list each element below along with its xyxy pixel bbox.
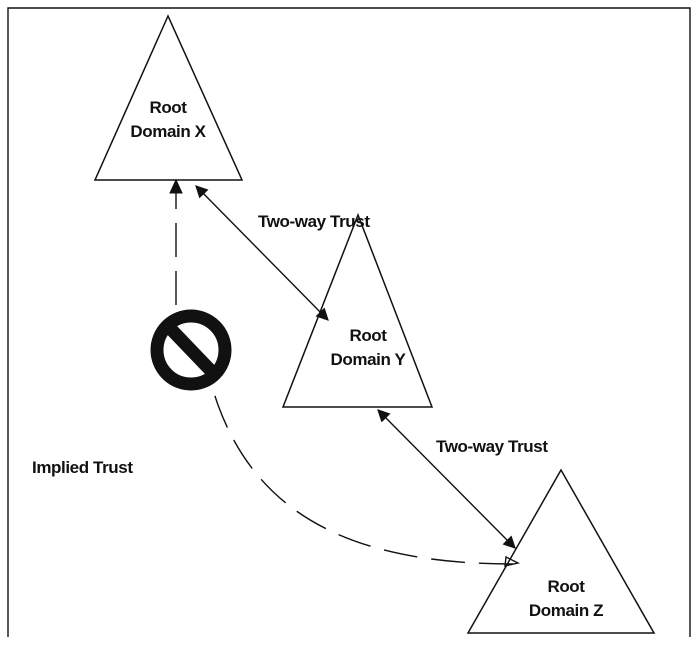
trust-x-y-arrow [195, 185, 329, 321]
domain-y-triangle [281, 212, 434, 408]
implied-trust-arrowhead-x [169, 178, 183, 194]
domain-x-triangle [93, 14, 244, 181]
implied-trust-label: Implied Trust [32, 458, 133, 477]
trust-x-y-label: Two-way Trust [258, 212, 370, 231]
domain-z-triangle [466, 468, 656, 634]
page-frame [7, 7, 691, 637]
prohibited-icon [150, 309, 232, 391]
domain-y-line1: Root [349, 326, 387, 345]
trust-y-z-label: Two-way Trust [436, 437, 548, 456]
domain-x-line1: Root [149, 98, 187, 117]
implied-trust-arrowhead-z [504, 555, 521, 567]
domain-x-line2: Domain X [130, 122, 206, 141]
implied-trust-lower-dash [199, 351, 514, 565]
domain-z-line1: Root [547, 577, 585, 596]
domain-z-line2: Domain Z [529, 601, 603, 620]
trust-y-z-arrow [377, 409, 516, 549]
domain-y-line2: Domain Y [331, 350, 407, 369]
